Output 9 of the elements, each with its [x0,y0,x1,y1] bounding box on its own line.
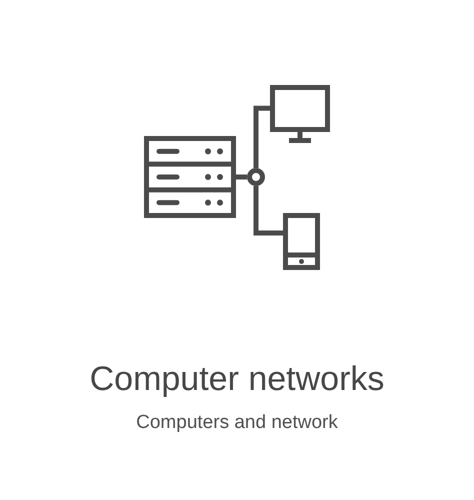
server-rack-icon [144,136,236,218]
monitor-icon [270,85,330,143]
smartphone-icon [283,213,320,270]
title: Computer networks [90,359,384,399]
caption: Computers and network [136,411,338,435]
connector-line [236,174,247,180]
connector-line [254,106,270,168]
junction-circle [247,168,265,186]
connector-line [254,186,283,236]
